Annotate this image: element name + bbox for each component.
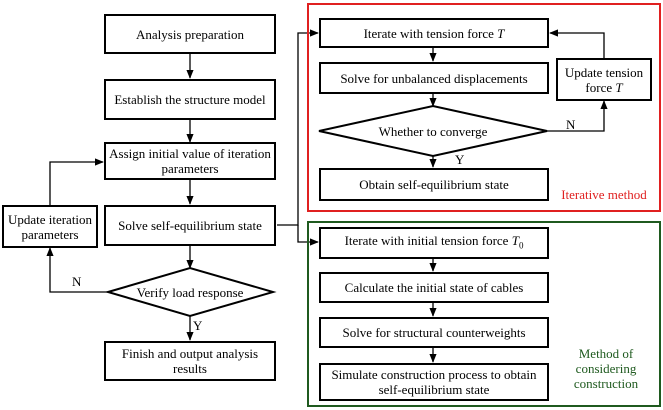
construction-caption-line-1: Method of: [578, 346, 634, 361]
verify-yes-label: Y: [193, 318, 203, 333]
construction-method-panel: [307, 221, 661, 407]
iterate-tension-box: Iterate with tension force T: [319, 18, 549, 48]
solve-unbalanced-box: Solve for unbalanced displacements: [319, 62, 549, 94]
converge-no-label: N: [566, 117, 576, 132]
arrow-update-to-assign: [49, 158, 104, 205]
arrow-verify-no-loop: [46, 247, 108, 293]
solve-counterweights-box: Solve for structural counterweights: [319, 317, 549, 348]
converge-diamond: [318, 104, 548, 158]
iterative-method-panel: [307, 3, 661, 212]
construction-caption-line-3: construction: [573, 376, 639, 391]
establish-model-box: Establish the structure model: [104, 79, 276, 120]
converge-yes-label: Y: [455, 152, 465, 167]
verify-load-diamond: [104, 266, 277, 318]
construction-method-caption: Method of considering construction: [553, 346, 659, 391]
arrow-update-tension-back: [549, 29, 605, 58]
obtain-self-equilibrium-box: Obtain self-equilibrium state: [319, 168, 549, 201]
verify-load-label: Verify load response: [136, 285, 244, 300]
construction-caption-line-2: considering: [575, 361, 637, 376]
iterate-initial-tension-box: Iterate with initial tension force T0: [319, 227, 549, 259]
calc-initial-state-box: Calculate the initial state of cables: [319, 272, 549, 303]
arrow-to-iterate-T0: [297, 225, 319, 246]
solve-self-equilibrium-box: Solve self-equilibrium state: [104, 205, 276, 246]
assign-initial-box: Assign initial value of iteration parame…: [104, 142, 276, 180]
verify-no-label: N: [72, 274, 82, 289]
update-iteration-box: Update iteration parameters: [2, 205, 98, 248]
finish-output-box: Finish and output analysis results: [104, 341, 276, 381]
iterative-method-caption: Iterative method: [561, 187, 647, 202]
analysis-preparation-box: Analysis preparation: [104, 14, 276, 54]
update-tension-box: Update tension force T: [556, 58, 652, 101]
arrow-converge-no: [547, 100, 608, 132]
simulate-construction-box: Simulate construction process to obtain …: [319, 363, 549, 401]
converge-label: Whether to converge: [378, 124, 488, 139]
